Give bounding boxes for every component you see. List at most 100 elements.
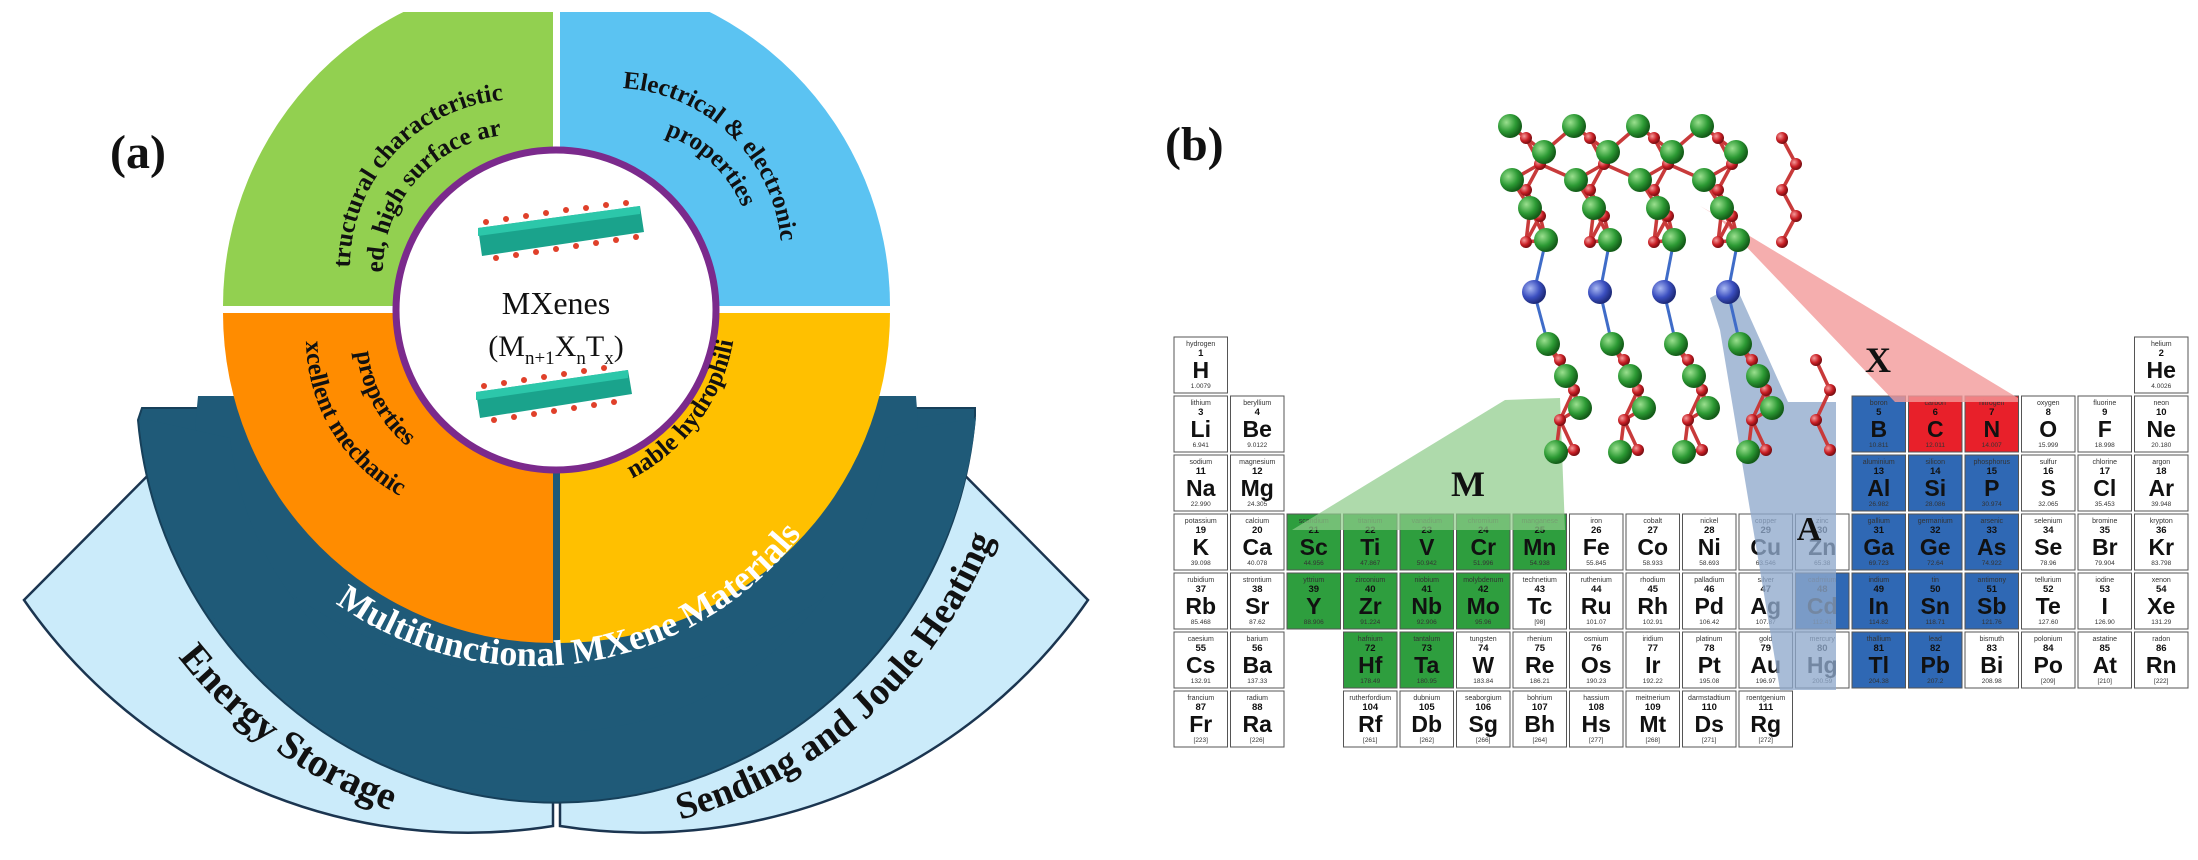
- element-mass: 121.76: [1982, 619, 2002, 626]
- element-number: 3: [1198, 407, 1203, 418]
- element-cell-bg: [1908, 572, 1963, 630]
- element-name: caesium: [1188, 636, 1214, 643]
- panel-a: (a): [0, 0, 1090, 834]
- element-number: 75: [1534, 643, 1545, 654]
- element-number: 19: [1195, 525, 1206, 536]
- element-name: lithium: [1191, 400, 1211, 407]
- cone-x: [1700, 206, 2018, 402]
- element-number: 44: [1591, 584, 1602, 595]
- group-label-x: X: [1865, 340, 1891, 380]
- mxene-crystal-structure: [1498, 114, 1836, 464]
- m-atom: [1562, 114, 1586, 138]
- element-name: zirconium: [1355, 577, 1385, 584]
- element-symbol: Db: [1411, 711, 1442, 737]
- x-atom: [1712, 132, 1724, 144]
- element-cell-bg: [1964, 631, 2019, 689]
- element-symbol: Cs: [1186, 652, 1215, 678]
- x-atom: [1776, 236, 1788, 248]
- element-mass: 35.453: [2095, 501, 2115, 508]
- element-name: gallium: [1868, 518, 1890, 525]
- x-atom: [1696, 444, 1708, 456]
- element-mass: 9.0122: [1247, 442, 1267, 449]
- m-atom: [1692, 168, 1716, 192]
- m-atom: [1628, 168, 1652, 192]
- element-symbol: O: [2039, 416, 2057, 442]
- element-number: 14: [1930, 466, 1941, 477]
- element-cell-bg: [1908, 631, 1963, 689]
- element-mass: 50.942: [1417, 560, 1437, 567]
- element-cell-bg: [2134, 513, 2189, 571]
- x-atom: [1696, 384, 1708, 396]
- element-cell-bg: [1569, 572, 1624, 630]
- element-mass: 12.011: [1926, 442, 1946, 449]
- element-mass: 24.305: [1247, 501, 1267, 508]
- element-number: 106: [1475, 702, 1491, 713]
- element-symbol: Fe: [1583, 534, 1610, 560]
- element-number: 73: [1421, 643, 1432, 654]
- element-cell-bg: [2077, 454, 2132, 512]
- element-symbol: Sc: [1300, 534, 1328, 560]
- element-number: 36: [2156, 525, 2167, 536]
- group-label-m: M: [1451, 464, 1485, 504]
- element-mass: 85.468: [1191, 619, 1211, 626]
- element-mass: 26.982: [1869, 501, 1889, 508]
- element-symbol: Se: [2034, 534, 2062, 560]
- x-atom: [1712, 236, 1724, 248]
- element-number: 53: [2099, 584, 2110, 595]
- element-mass: 190.23: [1586, 678, 1606, 685]
- element-number: 15: [1986, 466, 1997, 477]
- x-atom: [1520, 184, 1532, 196]
- element-name: hassium: [1583, 695, 1609, 702]
- element-symbol: Rb: [1185, 593, 1216, 619]
- x-atom: [1554, 414, 1566, 426]
- element-symbol: Mo: [1467, 593, 1500, 619]
- element-mass: 32.065: [2038, 501, 2058, 508]
- x-atom: [1790, 210, 1802, 222]
- element-mass: 127.60: [2038, 619, 2058, 626]
- m-atom: [1618, 364, 1642, 388]
- element-symbol: Br: [2092, 534, 2118, 560]
- element-cell-bg: [1908, 454, 1963, 512]
- element-symbol: Ga: [1863, 534, 1894, 560]
- element-symbol: Te: [2036, 593, 2061, 619]
- element-number: 39: [1308, 584, 1319, 595]
- m-atom: [1726, 228, 1750, 252]
- center-title: MXenes: [502, 285, 610, 321]
- element-symbol: Mg: [1241, 475, 1274, 501]
- element-cell-bg: [1173, 631, 1228, 689]
- element-symbol: Tc: [1527, 593, 1552, 619]
- element-mass: [268]: [1646, 737, 1661, 744]
- element-cell-bg: [1286, 572, 1341, 630]
- element-cell-bg: [1682, 572, 1737, 630]
- element-mass: 40.078: [1247, 560, 1267, 567]
- element-number: 42: [1478, 584, 1489, 595]
- element-name: niobium: [1414, 577, 1439, 584]
- element-number: 110: [1702, 702, 1717, 713]
- element-mass: 208.98: [1982, 678, 2002, 685]
- element-number: 40: [1365, 584, 1376, 595]
- m-atom: [1682, 364, 1706, 388]
- x-atom: [1568, 444, 1580, 456]
- center-formula: (Mn+1XnTx): [488, 330, 623, 369]
- element-cell-bg: [2021, 631, 2076, 689]
- m-atom: [1608, 440, 1632, 464]
- element-number: 33: [1986, 525, 1997, 536]
- element-symbol: Ta: [1414, 652, 1439, 678]
